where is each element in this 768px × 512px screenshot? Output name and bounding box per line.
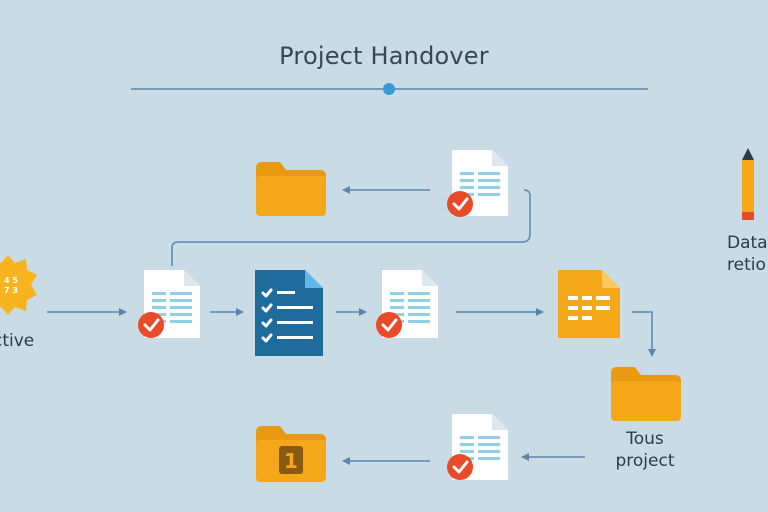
connector-doc1-to-topdoc <box>171 189 531 266</box>
document-check-icon <box>447 150 508 217</box>
objective-badge-icon: 4 5 7 3 <box>0 255 37 315</box>
data-retention-label: Data retio <box>727 233 768 275</box>
document-check-icon <box>138 270 200 338</box>
numbered-folder-icon: 1 <box>256 426 326 482</box>
pencil-icon <box>742 148 754 220</box>
checkmark-icon <box>447 454 473 480</box>
checkmark-icon <box>447 191 473 217</box>
document-check-icon <box>376 270 438 338</box>
connectors <box>47 186 656 465</box>
folder-number: 1 <box>284 449 298 473</box>
checkmark-icon <box>376 312 402 338</box>
svg-text:4 5: 4 5 <box>4 276 18 285</box>
title-rule-dot <box>383 83 395 95</box>
arrow-spreadsheet-to-folder <box>632 311 656 357</box>
svg-text:7 3: 7 3 <box>4 286 18 295</box>
checklist-document-icon <box>255 270 323 356</box>
folder-icon <box>611 367 681 421</box>
objective-label: ctive <box>0 331 35 351</box>
folder-icon <box>256 162 326 216</box>
diagram-title: Project Handover <box>279 42 489 70</box>
checkmark-icon <box>138 312 164 338</box>
tous-project-label: Tous project <box>615 429 675 471</box>
spreadsheet-document-icon <box>558 270 620 338</box>
document-check-icon <box>447 414 508 480</box>
